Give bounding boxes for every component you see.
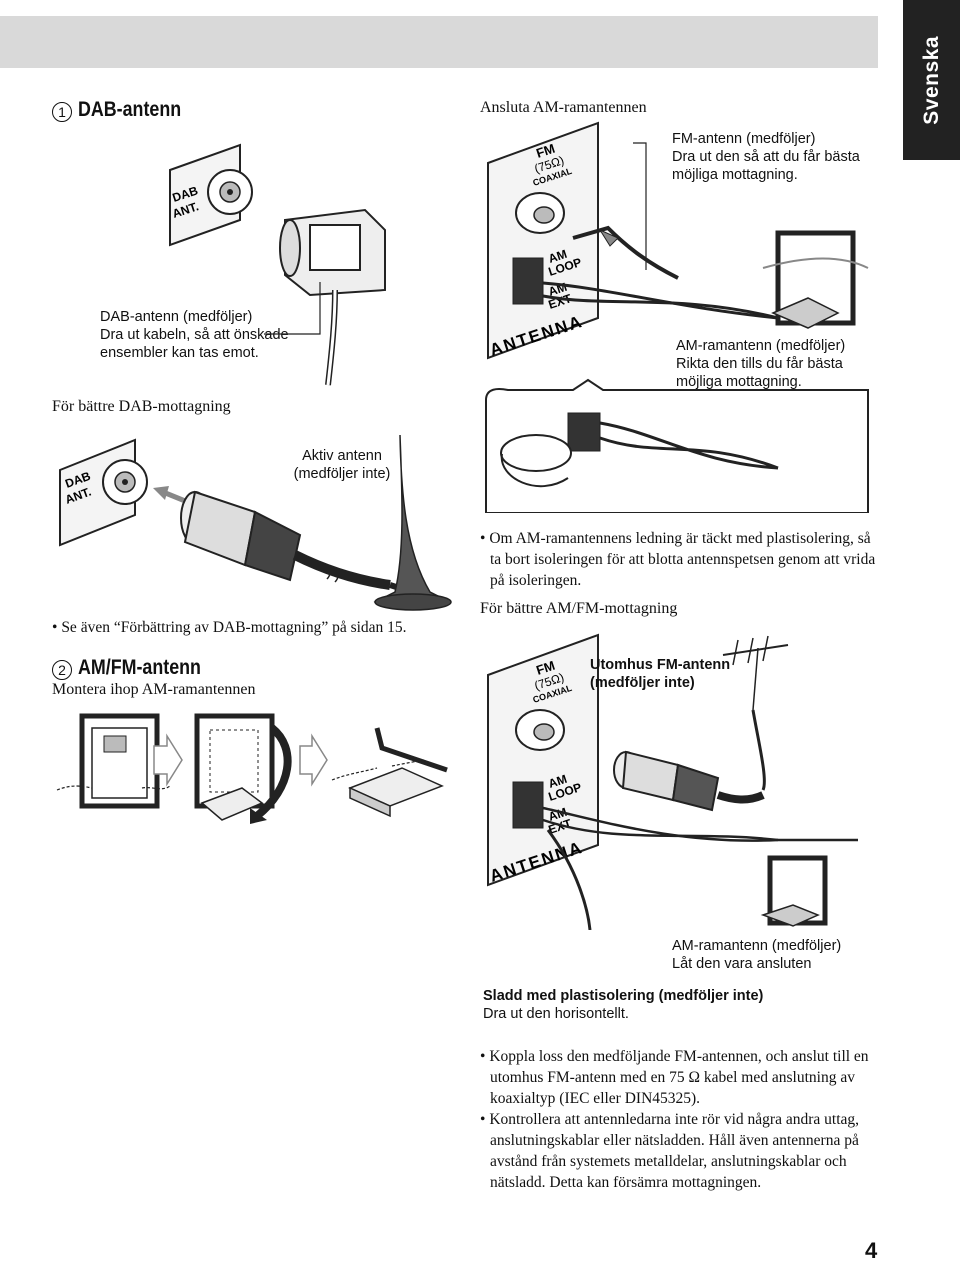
assembly-arrow-2 xyxy=(299,733,328,787)
panel1-am-loop-1: AM xyxy=(547,247,569,266)
am-loop-label-2-desc: Låt den vara ansluten xyxy=(672,956,812,972)
dab-antenna-illustration: DAB ANT. xyxy=(169,143,386,386)
amfm-bullet-2-text: Kontrollera att antennledarna inte rör v… xyxy=(489,1111,860,1191)
see-also-note: • Se även “Förbättring av DAB-mottagning… xyxy=(52,619,407,636)
outdoor-fm-label-1: Utomhus FM-antenn xyxy=(590,657,731,673)
better-amfm-heading: För bättre AM/FM-mottagning xyxy=(480,600,678,617)
loop-assembly-steps xyxy=(56,713,448,824)
outdoor-fm-antenna xyxy=(722,635,789,791)
amfm-bullet-1: • Koppla loss den medföljande FM-antenne… xyxy=(480,1048,869,1107)
am-connect-heading: Ansluta AM-ramantennen xyxy=(480,99,647,116)
section-2-title: 2 AM/FM-antenn xyxy=(52,656,223,680)
am-loop-antenna-2 xyxy=(760,855,828,927)
panel1-fm-label: FM xyxy=(534,141,556,161)
assemble-subheading: Montera ihop AM-ramantennen xyxy=(52,681,256,698)
language-tab: Svenska xyxy=(903,0,960,160)
rear-panel-1: FM (75Ω) COAXIAL AM LOOP AM EXT ANTENNA xyxy=(487,121,599,360)
assembly-arrow-1 xyxy=(153,733,183,787)
outdoor-fm-label: Utomhus FM-antenn (medföljer inte) xyxy=(590,656,790,692)
language-tab-label: Svenska xyxy=(919,35,943,125)
insulation-note: • Om AM-ramantennens ledning är täckt me… xyxy=(480,530,876,589)
assembly-step-3 xyxy=(331,727,448,818)
dab-leader-line xyxy=(264,282,321,335)
panel2-am-loop-1: AM xyxy=(547,772,569,791)
panel2-fm-label: FM xyxy=(534,658,556,678)
header-bar xyxy=(0,16,878,68)
dab-jack-panel-2: DAB ANT. xyxy=(59,438,148,547)
am-loop-label-1: AM-ramantenn (medföljer) Rikta den tills… xyxy=(676,337,876,391)
fm-leader-line xyxy=(633,142,647,270)
rear-panel-2: FM (75Ω) COAXIAL AM LOOP AM EXT ANTENNA xyxy=(487,633,599,887)
active-antenna-mast xyxy=(373,434,452,611)
active-antenna-label: Aktiv antenn (medföljer inte) xyxy=(282,447,402,483)
insulation-detail xyxy=(485,378,869,513)
cord-wires xyxy=(542,806,858,930)
active-antenna-plug xyxy=(180,490,426,594)
section-2-number: 2 xyxy=(52,659,72,680)
cord-label: Sladd med plastisolering (medföljer inte… xyxy=(483,987,803,1023)
am-loop-label-1-desc: Rikta den tills du får bästa möjliga mot… xyxy=(676,356,843,390)
section-1-title-text: DAB-antenn xyxy=(78,98,182,121)
am-loop-wires-1 xyxy=(542,281,779,320)
see-also-text: Se även “Förbättring av DAB-mottagning” … xyxy=(61,619,407,636)
dab-plug xyxy=(279,208,386,386)
dab-jack-panel: DAB ANT. xyxy=(169,143,253,247)
rear-panel-illustration-1: FM (75Ω) COAXIAL AM LOOP AM EXT ANTENNA xyxy=(485,121,869,513)
am-loop-label-2-title: AM-ramantenn (medföljer) xyxy=(672,938,842,954)
amfm-bullet-2: • Kontrollera att antennledarna inte rör… xyxy=(480,1111,860,1191)
active-antenna-label-2: (medföljer inte) xyxy=(293,466,391,482)
dab-antenna-label-desc: Dra ut kabeln, så att önskade ensembler … xyxy=(100,327,289,361)
amfm-bullet-1-text: Koppla loss den medföljande FM-antennen,… xyxy=(489,1048,869,1107)
fm-antenna-wire-1 xyxy=(572,225,679,280)
assembly-step-1 xyxy=(56,713,171,809)
fm-antenna-label-desc: Dra ut den så att du får bästa möjliga m… xyxy=(672,149,860,183)
fm-antenna-label: FM-antenn (medföljer) Dra ut den så att … xyxy=(672,130,872,184)
section-2-title-text: AM/FM-antenn xyxy=(78,656,201,679)
insulation-note-text: Om AM-ramantennens ledning är täckt med … xyxy=(489,530,876,589)
active-antenna-label-1: Aktiv antenn xyxy=(302,448,382,464)
dab-antenna-label: DAB-antenn (medföljer) Dra ut kabeln, så… xyxy=(100,308,310,362)
am-loop-label-1-title: AM-ramantenn (medföljer) xyxy=(676,338,846,354)
amfm-bullets: • Koppla loss den medföljande FM-antenne… xyxy=(480,1046,880,1193)
section-1-title: 1 DAB-antenn xyxy=(52,98,199,122)
page-number: 4 xyxy=(865,1238,878,1263)
coax-plug xyxy=(613,750,765,812)
active-antenna-illustration: DAB ANT. xyxy=(59,434,452,611)
fm-antenna-label-title: FM-antenn (medföljer) xyxy=(672,131,816,147)
assembly-step-2 xyxy=(194,713,292,824)
am-loop-label-2: AM-ramantenn (medföljer) Låt den vara an… xyxy=(672,937,882,973)
cord-label-desc: Dra ut den horisontellt. xyxy=(483,1006,629,1022)
outdoor-fm-label-2: (medföljer inte) xyxy=(590,675,695,691)
rear-panel-illustration-2: FM (75Ω) COAXIAL AM LOOP AM EXT ANTENNA xyxy=(487,633,858,930)
am-loop-antenna-1 xyxy=(762,230,869,329)
cord-label-title: Sladd med plastisolering (medföljer inte… xyxy=(483,988,764,1004)
better-dab-heading: För bättre DAB-mottagning xyxy=(52,398,231,415)
section-1-number: 1 xyxy=(52,101,72,122)
dab-antenna-label-title: DAB-antenn (medföljer) xyxy=(100,309,253,325)
